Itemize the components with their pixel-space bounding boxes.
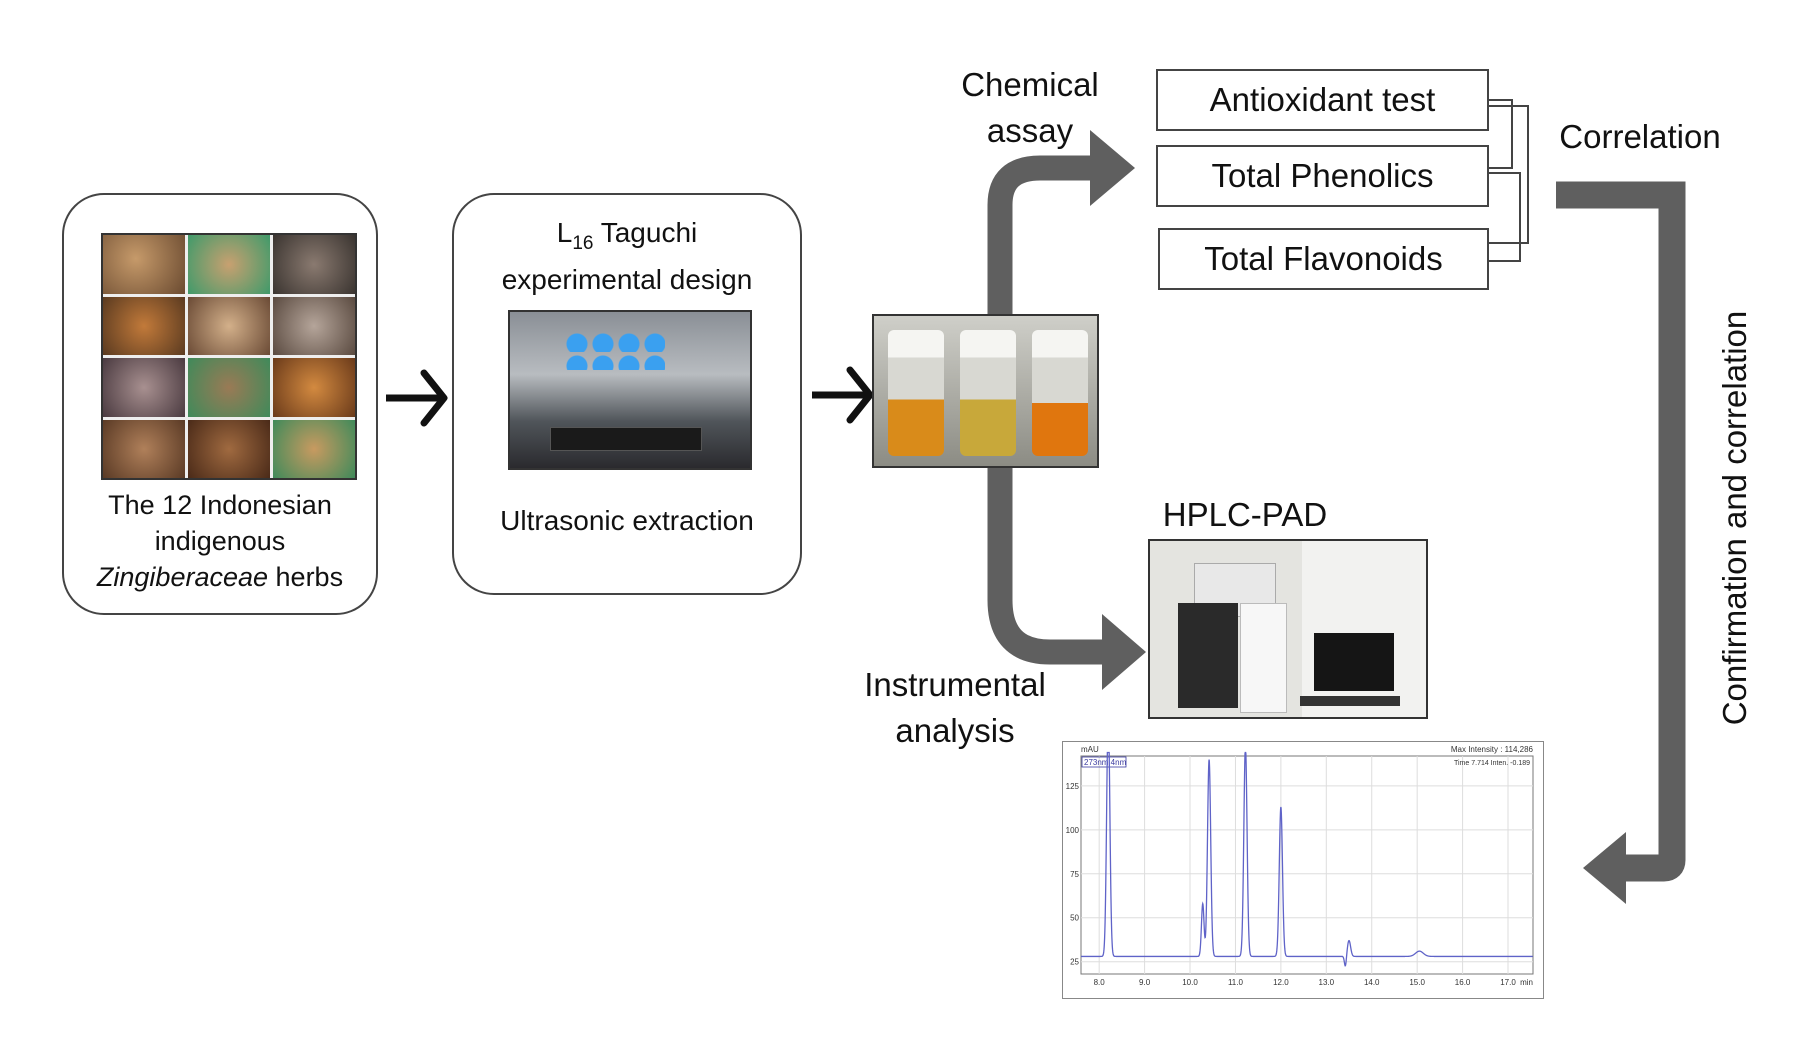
chromatogram-panel: 8.0 9.0 10.0 11.0 12.0 13.0 14.0 15.0 16.0 17.0 25…	[1062, 741, 1544, 999]
herbs-caption-line2: indigenous	[154, 526, 286, 556]
x-tick-label: 10.0	[1182, 978, 1198, 987]
x-tick-label: 14.0	[1364, 978, 1380, 987]
chemical-assay-line1: Chemical	[961, 66, 1099, 103]
hplc-module-white	[1240, 603, 1287, 713]
herbs-caption-suffix: herbs	[268, 562, 344, 592]
x-tick-label: 16.0	[1455, 978, 1471, 987]
confirmation-correlation-label: Confirmation and correlation	[1716, 310, 1753, 726]
herb-sample-6	[273, 296, 355, 355]
vial-3	[1032, 330, 1088, 456]
design-suffix: Taguchi	[593, 217, 698, 248]
design-title: L16 Taguchi experimental design	[454, 215, 800, 298]
extraction-panel: L16 Taguchi experimental design Ultrason…	[452, 193, 802, 595]
herb-sample-8	[188, 358, 270, 417]
herbs-family-name: Zingiberaceae	[96, 562, 269, 592]
herbs-panel: The 12 Indonesian indigenous Zingiberace…	[62, 193, 378, 615]
vial-1	[888, 330, 944, 456]
hplc-module-lower	[1178, 603, 1238, 708]
chromatogram-svg: 8.0 9.0 10.0 11.0 12.0 13.0 14.0 15.0 16.0 17.0 25…	[1066, 745, 1534, 987]
extract-vials-photo	[872, 314, 1099, 468]
x-tick-label: 11.0	[1228, 978, 1244, 987]
hplc-monitor	[1314, 633, 1394, 691]
instrumental-line2: analysis	[895, 712, 1015, 749]
vial-2	[960, 330, 1016, 456]
herbs-caption: The 12 Indonesian indigenous Zingiberace…	[64, 487, 376, 595]
y-tick-label: 50	[1070, 914, 1079, 923]
herbs-caption-line3: Zingiberaceae herbs	[64, 559, 376, 595]
chemical-assay-label: Chemical assay	[940, 62, 1120, 154]
assay-total-phenolics: Total Phenolics	[1156, 145, 1489, 207]
assay-antioxidant-test: Antioxidant test	[1156, 69, 1489, 131]
instrumental-analysis-label: Instrumental analysis	[840, 662, 1070, 754]
instrumental-line1: Instrumental	[864, 666, 1046, 703]
readout-label: Time 7.714 Inten. -0.189	[1454, 760, 1530, 767]
plot-area	[1080, 755, 1534, 975]
herb-sample-11	[188, 419, 270, 478]
y-unit-label: mAU	[1081, 745, 1099, 754]
herb-sample-5	[188, 296, 270, 355]
herbs-photo-grid	[101, 233, 357, 480]
x-tick-label: 15.0	[1409, 978, 1425, 987]
arrow-to-instrumental-analysis	[987, 468, 1146, 690]
design-title-line1: L16 Taguchi	[454, 215, 800, 262]
chemical-assay-line2: assay	[986, 112, 1074, 149]
vial-caps	[565, 330, 665, 370]
herb-sample-12	[273, 419, 355, 478]
wavelength-label: 273nm,4nm	[1084, 758, 1127, 767]
hplc-label: HPLC-PAD	[1162, 496, 1328, 533]
y-tick-label: 75	[1070, 870, 1079, 879]
x-unit-label: min	[1520, 978, 1533, 987]
y-tick-label: 125	[1066, 782, 1080, 791]
arrow-herbs-to-extraction	[386, 369, 448, 427]
chromatogram-trace	[1081, 751, 1533, 967]
y-tick-label: 100	[1066, 826, 1080, 835]
wavelength-box	[1081, 756, 1127, 768]
herb-sample-9	[273, 358, 355, 417]
bath-display	[550, 427, 702, 451]
ultrasonic-extraction-label: Ultrasonic extraction	[500, 505, 754, 536]
design-title-line2: experimental design	[501, 264, 753, 295]
herb-sample-7	[103, 358, 185, 417]
x-tick-label: 12.0	[1273, 978, 1289, 987]
herbs-caption-line1: The 12 Indonesian	[108, 490, 332, 520]
herb-sample-1	[103, 235, 185, 294]
x-tick-label: 8.0	[1094, 978, 1106, 987]
herb-sample-4	[103, 296, 185, 355]
arrow-extraction-to-extract	[812, 366, 874, 424]
correlation-brackets	[1487, 99, 1529, 262]
arrow-to-chemical-assay	[987, 130, 1135, 315]
x-tick-label: 9.0	[1139, 978, 1151, 987]
assay-total-flavonoids: Total Flavonoids	[1158, 228, 1489, 290]
design-subscript: 16	[572, 233, 594, 254]
hplc-keyboard	[1300, 696, 1400, 706]
design-prefix: L	[556, 217, 573, 248]
ultrasonic-bath-photo	[508, 310, 752, 470]
y-tick-label: 25	[1070, 958, 1079, 967]
herb-sample-2	[188, 235, 270, 294]
x-tick-label: 13.0	[1319, 978, 1335, 987]
herb-sample-3	[273, 235, 355, 294]
correlation-label: Correlation	[1559, 118, 1721, 155]
max-intensity-label: Max Intensity : 114,286	[1451, 745, 1534, 754]
herb-sample-10	[103, 419, 185, 478]
arrow-confirmation-and-correlation	[1556, 181, 1686, 904]
x-tick-label: 17.0	[1500, 978, 1516, 987]
hplc-instrument-photo	[1148, 539, 1428, 719]
